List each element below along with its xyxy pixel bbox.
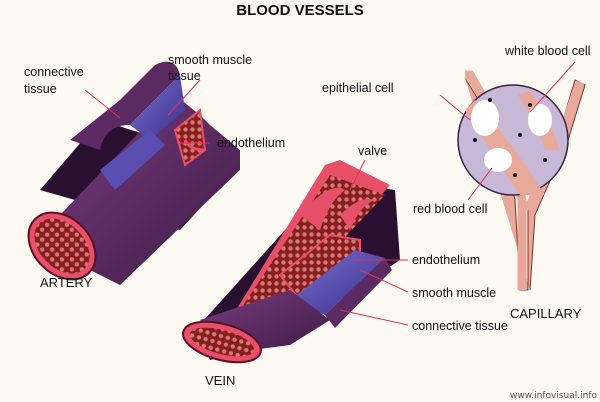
- artery-smooth-label: smooth muscle: [168, 53, 252, 67]
- artery-connective-label-2: tissue: [24, 82, 57, 96]
- artery-endothelium-label: endothelium: [217, 136, 285, 150]
- capillary-red-pointer: [467, 167, 493, 201]
- capillary-red-label: red blood cell: [413, 202, 487, 216]
- vein-smooth-label: smooth muscle: [412, 286, 496, 300]
- vein-valve-label: valve: [358, 144, 387, 158]
- capillary-white-label: white blood cell: [504, 44, 590, 58]
- vein-illustration: [182, 160, 400, 364]
- vein-valve-pointer: [349, 159, 366, 191]
- vein-connective-label: connective tissue: [412, 319, 508, 333]
- diagram-title: BLOOD VESSELS: [236, 2, 364, 19]
- artery-connective-pointer: [84, 89, 121, 119]
- capillary-caption: CAPILLARY: [510, 306, 582, 321]
- capillary-epithelial-pointer: [439, 94, 471, 121]
- artery-illustration: [27, 61, 240, 285]
- artery-smooth-label-2: tissue: [168, 69, 201, 83]
- capillary-white-pointer: [529, 61, 576, 113]
- vein-connective-pointer: [339, 309, 409, 326]
- capillary-epithelial-label: epithelial cell: [322, 81, 394, 95]
- vein-caption: VEIN: [205, 373, 235, 388]
- capillary-illustration: [457, 70, 586, 291]
- artery-smooth-pointer: [167, 79, 201, 116]
- artery-caption: ARTERY: [40, 275, 93, 290]
- artery-connective-label: connective: [24, 65, 84, 79]
- vein-endothelium-label: endothelium: [412, 253, 480, 267]
- vein-smooth-pointer: [359, 269, 409, 293]
- watermark: www.infovisual.info: [510, 391, 597, 401]
